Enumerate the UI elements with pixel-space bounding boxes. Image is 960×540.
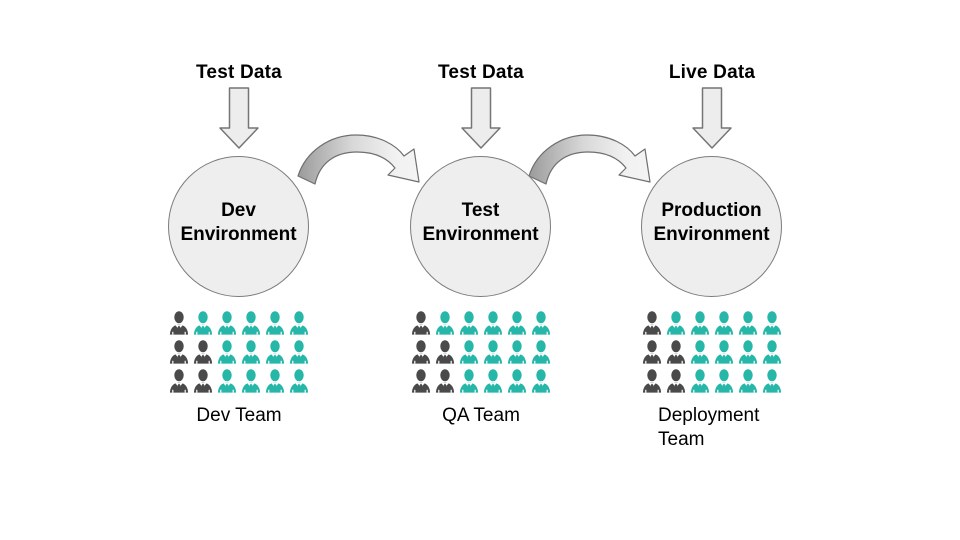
- person-icon: [169, 369, 189, 393]
- person-icon: [738, 369, 758, 393]
- person-icon: [241, 340, 261, 364]
- person-icon: [289, 340, 309, 364]
- person-icon: [483, 369, 503, 393]
- person-icon: [531, 311, 551, 335]
- person-icon: [435, 311, 455, 335]
- person-icon: [738, 311, 758, 335]
- person-icon: [762, 340, 782, 364]
- person-icon: [738, 340, 758, 364]
- person-icon: [531, 369, 551, 393]
- environment-node: Production Environment: [641, 156, 782, 297]
- person-icon: [217, 311, 237, 335]
- person-icon: [193, 311, 213, 335]
- down-arrow-icon: [219, 87, 259, 149]
- person-icon: [483, 340, 503, 364]
- person-icon: [411, 369, 431, 393]
- team-label: Dev Team: [196, 405, 282, 426]
- person-icon: [666, 340, 686, 364]
- person-icon: [411, 340, 431, 364]
- person-icon: [265, 369, 285, 393]
- person-icon: [459, 340, 479, 364]
- data-source-label: Test Data: [438, 62, 524, 83]
- pipeline-column-dev: Test Data Dev Environment Dev Team: [139, 0, 339, 540]
- environment-label: Test Environment: [422, 200, 539, 245]
- person-icon: [690, 340, 710, 364]
- person-icon: [411, 311, 431, 335]
- person-icon: [642, 311, 662, 335]
- person-icon: [193, 369, 213, 393]
- person-icon: [762, 311, 782, 335]
- person-icon: [690, 369, 710, 393]
- person-icon: [666, 311, 686, 335]
- down-arrow-icon: [461, 87, 501, 149]
- pipeline-column-test: Test Data Test Environment QA Team: [381, 0, 581, 540]
- pipeline-column-production: Live Data Production Environment Deploym…: [612, 0, 812, 540]
- person-icon: [714, 369, 734, 393]
- person-icon: [714, 311, 734, 335]
- person-icon: [531, 340, 551, 364]
- person-icon: [507, 369, 527, 393]
- environment-label: Dev Environment: [180, 200, 297, 245]
- data-source-label: Live Data: [668, 62, 756, 83]
- person-icon: [459, 369, 479, 393]
- person-icon: [435, 369, 455, 393]
- team-grid: [411, 311, 551, 393]
- person-icon: [459, 311, 479, 335]
- person-icon: [507, 340, 527, 364]
- down-arrow-icon: [692, 87, 732, 149]
- person-icon: [217, 369, 237, 393]
- team-label: QA Team: [442, 405, 520, 426]
- environment-node: Dev Environment: [168, 156, 309, 297]
- person-icon: [193, 340, 213, 364]
- team-grid: [642, 311, 782, 393]
- person-icon: [241, 311, 261, 335]
- person-icon: [265, 340, 285, 364]
- person-icon: [507, 311, 527, 335]
- person-icon: [169, 340, 189, 364]
- person-icon: [642, 340, 662, 364]
- person-icon: [217, 340, 237, 364]
- team-grid: [169, 311, 309, 393]
- data-source-label: Test Data: [196, 62, 282, 83]
- person-icon: [241, 369, 261, 393]
- person-icon: [714, 340, 734, 364]
- person-icon: [169, 311, 189, 335]
- person-icon: [762, 369, 782, 393]
- person-icon: [265, 311, 285, 335]
- environment-label: Production Environment: [653, 200, 770, 245]
- person-icon: [642, 369, 662, 393]
- person-icon: [289, 311, 309, 335]
- team-label: Deployment Team: [658, 405, 760, 450]
- person-icon: [690, 311, 710, 335]
- person-icon: [289, 369, 309, 393]
- person-icon: [435, 340, 455, 364]
- person-icon: [483, 311, 503, 335]
- person-icon: [666, 369, 686, 393]
- environment-node: Test Environment: [410, 156, 551, 297]
